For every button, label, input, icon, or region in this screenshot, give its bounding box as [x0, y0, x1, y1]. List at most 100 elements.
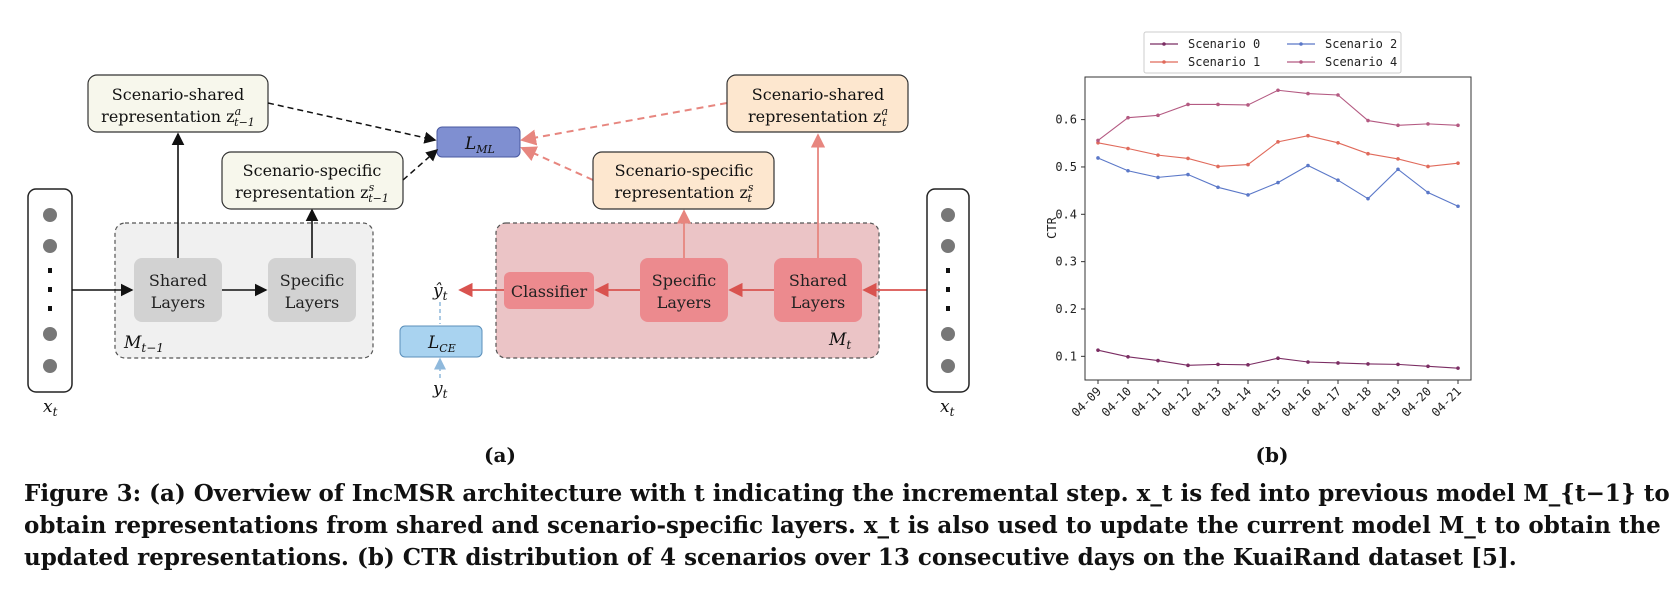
y-tick-label: 0.3 — [1055, 255, 1077, 269]
legend-marker-1 — [1162, 60, 1166, 64]
series-point-3 — [1156, 113, 1160, 118]
series-point-1 — [1276, 140, 1280, 144]
input-column-right — [926, 188, 970, 393]
series-point-0 — [1156, 358, 1160, 363]
series-point-0 — [1426, 364, 1430, 369]
cur-specific-layers — [640, 258, 728, 322]
classifier-box — [504, 272, 594, 309]
series-point-3 — [1096, 138, 1100, 143]
cur-shared-layers — [774, 258, 862, 322]
loss-ce-box — [399, 325, 483, 358]
series-point-2 — [1276, 180, 1280, 185]
y-tick-label: 0.5 — [1055, 160, 1077, 174]
series-point-0 — [1246, 363, 1250, 367]
caption-line-2: obtain representations from shared and s… — [24, 512, 1661, 539]
x-tick-label: 04-18 — [1339, 384, 1374, 419]
series-point-0 — [1366, 362, 1370, 366]
series-point-1 — [1396, 157, 1400, 161]
prev-shared-rep-line1: Scenario-shared — [112, 85, 244, 104]
input-label-left: xt — [43, 397, 58, 419]
series-point-2 — [1306, 163, 1310, 168]
prev-specific-layers — [268, 258, 356, 322]
series-point-2 — [1126, 168, 1130, 173]
series-point-0 — [1396, 362, 1400, 367]
cur-specific-layers-line1: Specific — [652, 271, 716, 290]
series-point-3 — [1186, 102, 1190, 107]
cur-shared-rep-box — [726, 74, 909, 133]
ctr-line-chart: 0.10.20.30.40.50.6CTR04-0904-1004-1104-1… — [1045, 31, 1472, 420]
prev-specific-layers-line2: Layers — [285, 293, 340, 312]
series-point-0 — [1276, 356, 1280, 361]
series-point-1 — [1156, 153, 1160, 157]
dashed-cur-specific-to-lml — [520, 146, 594, 181]
y-tick-label: 0.2 — [1055, 302, 1077, 316]
loss-ml-label: LML — [464, 134, 495, 156]
x-tick-label: 04-12 — [1159, 384, 1194, 419]
y-tick-label: 0.6 — [1055, 113, 1077, 127]
series-point-3 — [1426, 122, 1430, 126]
series-point-3 — [1126, 115, 1130, 120]
figure-canvas: xt Mt−1 Shared Layers Specific Layers Sc… — [27, 31, 1472, 467]
series-point-2 — [1336, 178, 1340, 183]
cur-specific-layers-line2: Layers — [657, 293, 712, 312]
caption-line-3: updated representations. (b) CTR distrib… — [24, 544, 1517, 571]
series-point-0 — [1456, 366, 1460, 370]
prev-shared-layers-line2: Layers — [151, 293, 206, 312]
legend-entry-3: Scenario 4 — [1325, 55, 1397, 69]
series-point-1 — [1126, 146, 1130, 151]
series-point-1 — [1366, 151, 1370, 156]
classifier-label: Classifier — [511, 282, 588, 301]
series-point-0 — [1186, 363, 1190, 368]
series-point-1 — [1186, 156, 1190, 161]
input-label-right: xt — [940, 397, 955, 419]
legend-entry-0: Scenario 0 — [1188, 37, 1260, 51]
series-point-3 — [1246, 103, 1250, 107]
panel-b-label: (b) — [1256, 443, 1289, 467]
series-point-0 — [1126, 355, 1130, 359]
prev-shared-layers-line1: Shared — [149, 271, 207, 290]
x-tick-label: 04-17 — [1309, 384, 1344, 419]
chart-plot-area — [1084, 76, 1472, 381]
x-tick-label: 04-21 — [1429, 384, 1464, 419]
legend-entry-1: Scenario 1 — [1188, 55, 1260, 69]
cur-shared-layers-line2: Layers — [791, 293, 846, 312]
series-point-1 — [1336, 141, 1340, 145]
prev-specific-layers-line1: Specific — [280, 271, 344, 290]
x-tick-label: 04-14 — [1219, 384, 1254, 419]
loss-ml-box — [436, 126, 521, 158]
series-point-1 — [1456, 161, 1460, 165]
series-point-2 — [1216, 185, 1220, 190]
series-point-3 — [1216, 102, 1220, 107]
cur-specific-rep-box — [592, 151, 775, 210]
series-point-1 — [1306, 133, 1310, 138]
dashed-prev-shared-to-lml — [267, 102, 437, 144]
series-point-3 — [1456, 123, 1460, 128]
series-point-1 — [1246, 162, 1250, 167]
series-point-0 — [1336, 361, 1340, 365]
cur-model-label: Mt — [828, 330, 851, 352]
series-point-1 — [1216, 164, 1220, 169]
legend-marker-3 — [1299, 60, 1303, 64]
series-point-3 — [1276, 88, 1280, 93]
series-point-3 — [1366, 118, 1370, 123]
series-point-0 — [1306, 360, 1310, 364]
legend-entry-2: Scenario 2 — [1325, 37, 1397, 51]
x-tick-label: 04-15 — [1249, 384, 1284, 419]
y-tick-label: 0.4 — [1055, 207, 1077, 221]
x-tick-label: 04-16 — [1279, 384, 1314, 419]
dashed-cur-shared-to-lml — [520, 102, 728, 146]
loss-ce-label: LCE — [427, 333, 456, 355]
prev-model-label: Mt−1 — [123, 333, 164, 355]
x-tick-label: 04-19 — [1369, 384, 1404, 419]
series-point-2 — [1366, 196, 1370, 201]
series-point-2 — [1396, 167, 1400, 172]
dashed-prev-specific-to-lml — [402, 149, 439, 181]
series-point-3 — [1396, 123, 1400, 128]
series-point-3 — [1336, 93, 1340, 97]
x-tick-label: 04-13 — [1189, 384, 1224, 419]
cur-shared-rep-line1: Scenario-shared — [752, 85, 884, 104]
